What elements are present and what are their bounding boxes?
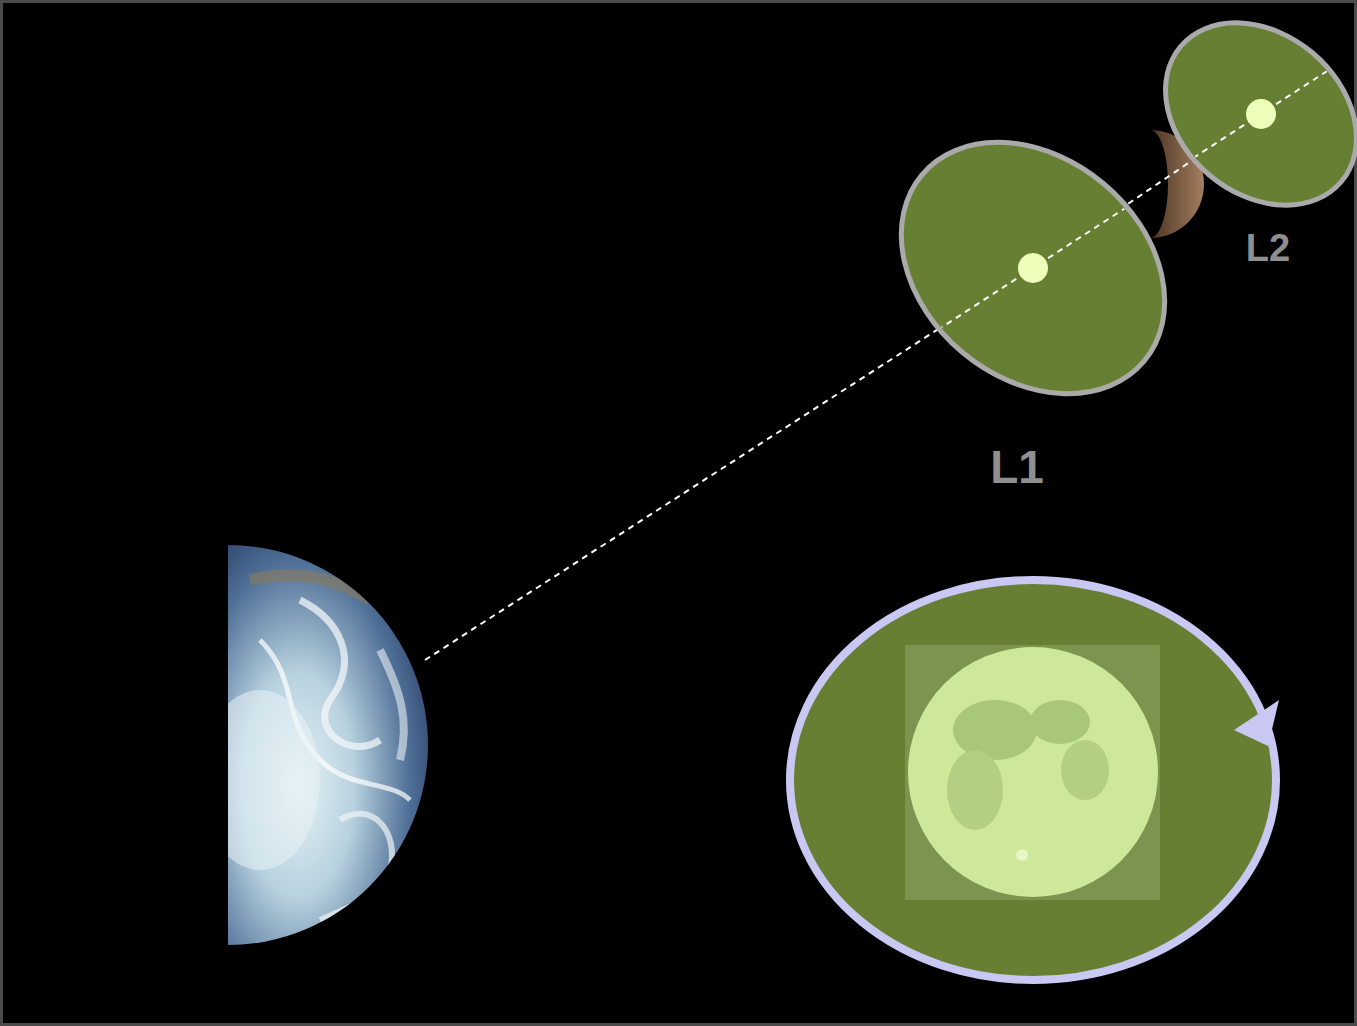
connector-line <box>1128 161 1191 204</box>
cloud <box>300 600 380 746</box>
land <box>250 575 370 600</box>
cloud <box>320 814 392 920</box>
region-ellipse <box>1129 0 1357 243</box>
moon-mare <box>947 750 1003 830</box>
lagrange-point <box>1246 99 1276 129</box>
moon-mare <box>953 700 1037 760</box>
label-holder: L2 <box>1246 229 1290 267</box>
orbit-arrowhead <box>1234 700 1279 746</box>
full-moon <box>908 647 1158 897</box>
moon-photo-panel <box>905 645 1160 900</box>
earth-clouds <box>200 575 410 920</box>
lagrange-point <box>1018 253 1048 283</box>
lagrange-region: L1 <box>895 140 1175 500</box>
ice <box>200 690 320 870</box>
cloud <box>380 650 404 760</box>
point-label: L1 <box>990 444 1044 490</box>
region-ellipse <box>851 91 1215 446</box>
halo-orbit <box>790 580 1276 980</box>
sight-line <box>926 0 1357 332</box>
point-label: L2 <box>1246 229 1290 267</box>
moon-crater <box>1016 849 1028 861</box>
label-holder: L1 <box>990 444 1044 490</box>
orbit-inset <box>790 580 1279 980</box>
sight-line <box>698 50 1357 486</box>
moon-mare <box>1030 700 1090 744</box>
lagrange-region: L2 <box>1160 20 1357 273</box>
moon-mare <box>1061 740 1109 800</box>
earth <box>200 545 428 945</box>
